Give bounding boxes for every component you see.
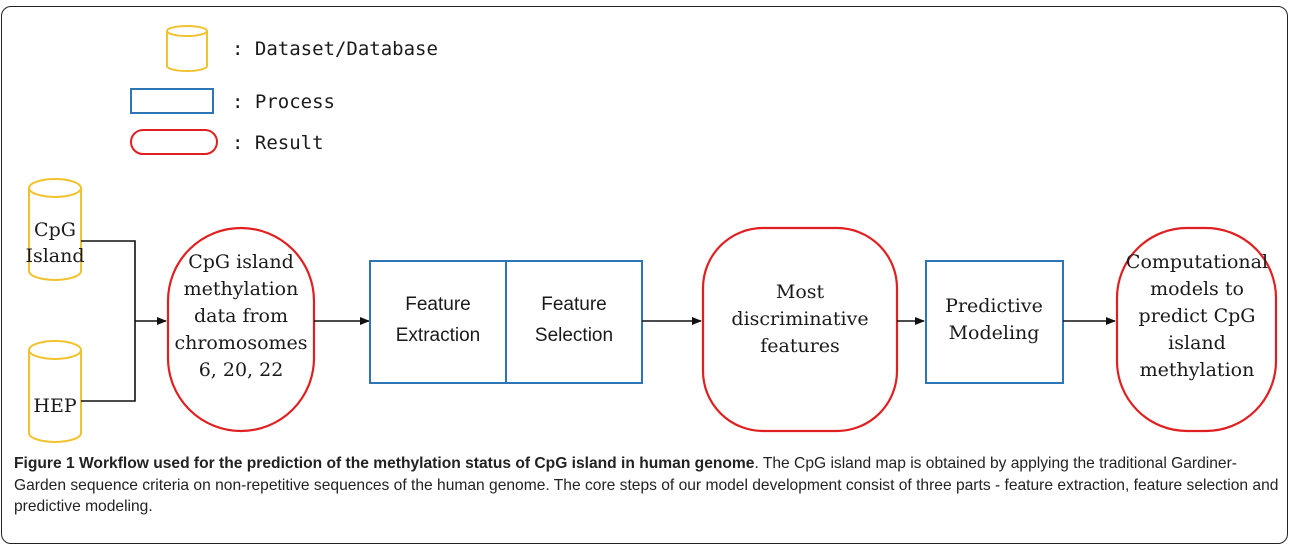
feature-selection-line-1: Feature <box>541 294 606 315</box>
result-discriminative-features: Most discriminative features <box>701 226 899 433</box>
caption-text: . The CpG island map is obtained by appl… <box>14 455 1279 515</box>
caption-title: Figure 1 Workflow used for the predictio… <box>14 455 755 472</box>
methylation-data-line-2: methylation <box>184 278 299 300</box>
legend-dataset-symbol <box>166 25 208 72</box>
hep-label: HEP <box>33 395 76 417</box>
legend-result-label: : Result <box>232 132 324 154</box>
predictive-modeling-line-2: Modeling <box>949 322 1040 344</box>
result-methylation-data: CpG island methylation data from chromos… <box>166 226 316 433</box>
feature-extraction-line-2: Extraction <box>396 325 480 346</box>
legend-result-symbol <box>130 129 218 155</box>
dataset-cpg-island: CpG Island <box>25 178 85 281</box>
discriminative-line-1: Most <box>776 281 825 303</box>
process-predictive-modeling: Predictive Modeling <box>925 260 1064 384</box>
models-line-2: models to <box>1150 278 1244 300</box>
methylation-data-line-3: data from <box>194 305 288 327</box>
legend-dataset-label: : Dataset/Database <box>232 38 438 60</box>
legend-process-symbol <box>130 88 214 114</box>
workflow-diagram: : Dataset/Database : Process : Result Cp… <box>25 25 1278 443</box>
methylation-data-line-5: 6, 20, 22 <box>199 359 284 381</box>
methylation-data-line-4: chromosomes <box>174 332 307 354</box>
models-line-3: predict CpG <box>1139 305 1256 327</box>
cpg-island-line-2: Island <box>25 245 84 267</box>
discriminative-line-3: features <box>760 335 840 357</box>
dataset-hep: HEP <box>28 340 82 443</box>
dataset-connector <box>81 240 167 402</box>
figure-caption: Figure 1 Workflow used for the predictio… <box>14 453 1279 518</box>
feature-selection-line-2: Selection <box>535 325 613 346</box>
discriminative-line-2: discriminative <box>731 308 868 330</box>
feature-extraction-line-1: Feature <box>405 294 470 315</box>
process-feature-extraction-selection: Feature Extraction Feature Selection <box>369 260 643 384</box>
models-line-1: Computational <box>1126 251 1268 273</box>
models-line-4: island <box>1168 332 1226 354</box>
predictive-modeling-line-1: Predictive <box>945 295 1043 317</box>
result-computational-models: Computational models to predict CpG isla… <box>1115 226 1278 433</box>
legend-process-label: : Process <box>232 91 335 113</box>
legend: : Dataset/Database : Process : Result <box>130 25 438 155</box>
models-line-5: methylation <box>1140 359 1255 381</box>
methylation-data-line-1: CpG island <box>188 251 294 273</box>
cpg-island-line-1: CpG <box>34 219 76 241</box>
